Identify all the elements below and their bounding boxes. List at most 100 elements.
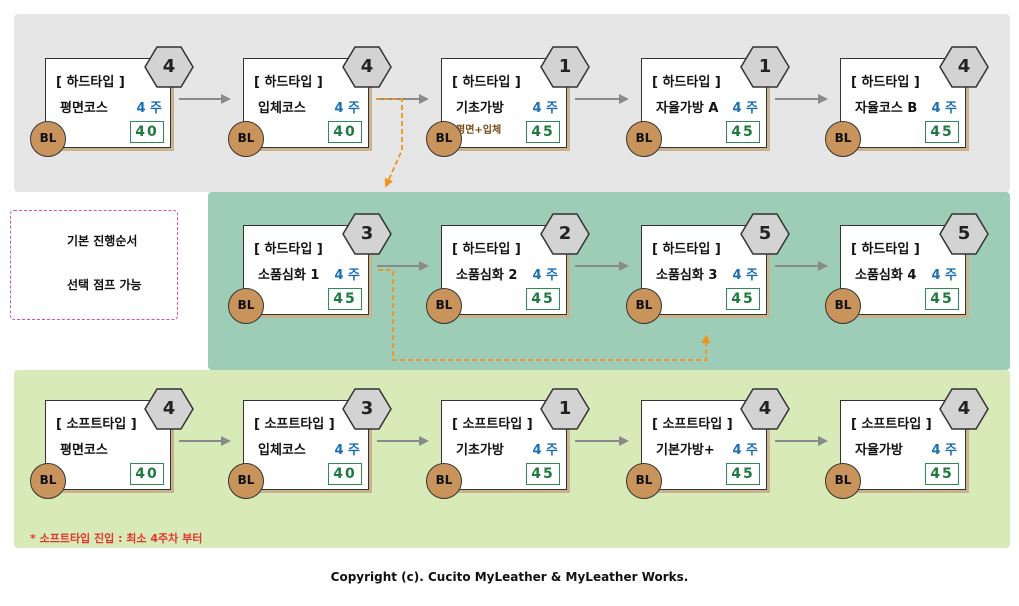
bl-badge: BL: [426, 121, 462, 157]
card-course-name: 자율가방 A: [656, 101, 719, 116]
card-note: 평면+입체: [456, 125, 502, 136]
level-hexagon: 3: [342, 387, 392, 431]
level-number: 1: [558, 398, 572, 419]
card-sessions-box: 45: [726, 288, 760, 310]
bl-badge: BL: [228, 288, 264, 324]
level-number: 4: [360, 56, 374, 77]
card-type-label: [ 하드타입 ]: [652, 75, 721, 90]
card-type-label: [ 소프트타입 ]: [652, 417, 733, 432]
card-sessions-box: 45: [328, 288, 362, 310]
level-number: 4: [162, 56, 176, 77]
card-sessions-box: 40: [130, 463, 164, 485]
level-hexagon: 4: [144, 387, 194, 431]
level-number: 1: [558, 56, 572, 77]
card-sessions-box: 45: [726, 121, 760, 143]
card-course-name: 기초가방: [456, 443, 504, 458]
legend-jump-label: 선택 점프 가능: [67, 278, 142, 292]
card-weeks: 4 주: [532, 101, 558, 116]
bl-badge: BL: [426, 463, 462, 499]
level-hexagon: 1: [540, 45, 590, 89]
card-sessions-box: 45: [726, 463, 760, 485]
card-type-label: [ 하드타입 ]: [652, 242, 721, 257]
card-weeks: 4 주: [532, 443, 558, 458]
legend-basic-label: 기본 진행순서: [67, 234, 138, 248]
bl-badge: BL: [825, 463, 861, 499]
card-course-name: 소품심화 2: [456, 268, 518, 283]
card-type-label: [ 하드타입 ]: [254, 242, 323, 257]
bl-badge: BL: [626, 121, 662, 157]
card-type-label: [ 하드타입 ]: [851, 242, 920, 257]
level-hexagon: 4: [740, 387, 790, 431]
level-hexagon: 4: [144, 45, 194, 89]
card-type-label: [ 하드타입 ]: [452, 75, 521, 90]
card-type-label: [ 하드타입 ]: [452, 242, 521, 257]
level-number: 2: [558, 223, 572, 244]
soft-entry-note: * 소프트타입 진입 : 최소 4주차 부터: [30, 532, 203, 545]
card-weeks: 4 주: [931, 268, 957, 283]
level-number: 4: [162, 398, 176, 419]
card-weeks: 4 주: [931, 101, 957, 116]
card-type-label: [ 소프트타입 ]: [851, 417, 932, 432]
jump-arrow-row1-to-row2: [376, 98, 403, 188]
level-number: 5: [758, 223, 772, 244]
card-weeks: 4 주: [532, 268, 558, 283]
bl-badge: BL: [426, 288, 462, 324]
level-hexagon: 4: [939, 45, 989, 89]
card-weeks: 4 주: [334, 443, 360, 458]
card-sessions-box: 40: [328, 463, 362, 485]
copyright: Copyright (c). Cucito MyLeather & MyLeat…: [330, 570, 689, 584]
level-hexagon: 2: [540, 212, 590, 256]
level-hexagon: 4: [939, 387, 989, 431]
level-hexagon: 1: [740, 45, 790, 89]
card-weeks: 4 주: [732, 268, 758, 283]
bl-badge: BL: [228, 121, 264, 157]
card-course-name: 평면코스: [60, 101, 108, 116]
card-type-label: [ 소프트타입 ]: [254, 417, 335, 432]
card-course-name: 기본가방+: [656, 443, 715, 458]
card-course-name: 소품심화 1: [258, 268, 320, 283]
card-course-name: 입체코스: [258, 443, 306, 458]
card-course-name: 자율코스 B: [855, 101, 918, 116]
card-sessions-box: 45: [925, 463, 959, 485]
level-number: 1: [758, 56, 772, 77]
card-weeks: 4 주: [136, 101, 162, 116]
card-weeks: 4 주: [931, 443, 957, 458]
bl-badge: BL: [30, 463, 66, 499]
card-weeks: 4 주: [334, 268, 360, 283]
card-sessions-box: 45: [526, 121, 560, 143]
card-weeks: 4 주: [732, 443, 758, 458]
jump-arrow-sohwa1-to-sohwa3: [378, 269, 711, 361]
bl-badge: BL: [825, 121, 861, 157]
bl-badge: BL: [626, 288, 662, 324]
level-number: 4: [758, 398, 772, 419]
level-hexagon: 1: [540, 387, 590, 431]
card-course-name: 소품심화 3: [656, 268, 718, 283]
bl-badge: BL: [228, 463, 264, 499]
card-type-label: [ 하드타입 ]: [56, 75, 125, 90]
card-weeks: 4 주: [732, 101, 758, 116]
level-number: 5: [957, 223, 971, 244]
card-course-name: 입체코스: [258, 101, 306, 116]
bl-badge: BL: [30, 121, 66, 157]
card-sessions-box: 40: [130, 121, 164, 143]
level-hexagon: 3: [342, 212, 392, 256]
card-course-name: 평면코스: [60, 443, 108, 458]
level-number: 4: [957, 56, 971, 77]
card-course-name: 자율가방: [855, 443, 903, 458]
card-sessions-box: 45: [925, 288, 959, 310]
level-number: 3: [360, 223, 374, 244]
level-number: 4: [957, 398, 971, 419]
bl-badge: BL: [825, 288, 861, 324]
